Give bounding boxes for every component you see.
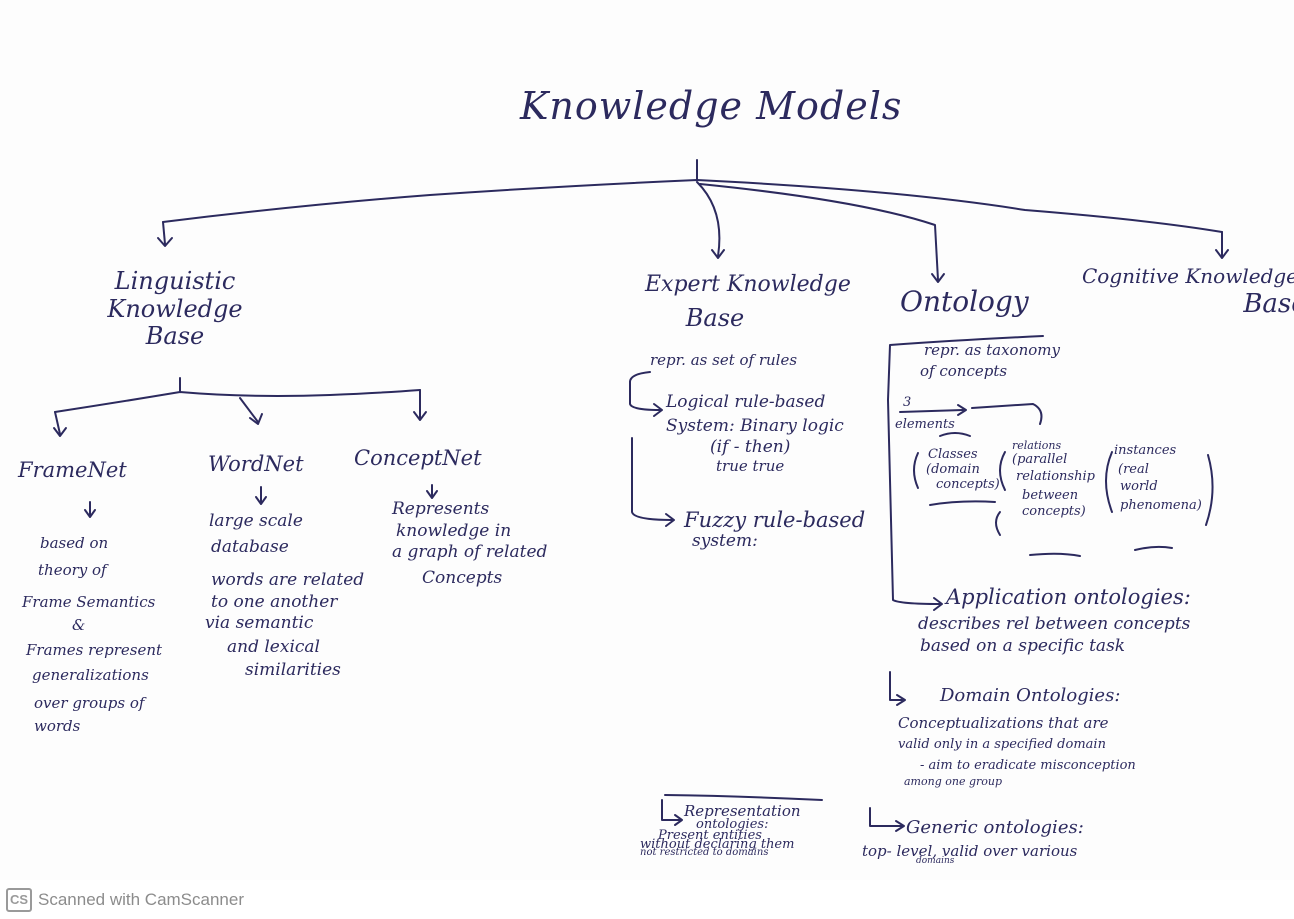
connector-lines <box>53 159 1229 832</box>
logical-line: Logical rule-based <box>666 392 826 412</box>
conceptnet-description: Represents knowledge in a graph of relat… <box>392 499 548 588</box>
framenet-line: Frames represent <box>26 641 163 659</box>
wordnet-line: to one another <box>211 591 338 612</box>
representation-line: ontologies: <box>696 817 769 833</box>
wordnet-line: words are related <box>211 570 365 591</box>
linguistic-kb-label: Linguistic Knowledge Base <box>100 267 250 351</box>
scanned-page: Knowledge Models Linguistic Knowledge Ba… <box>18 84 1294 866</box>
domain-ontologies: Domain Ontologies: Conceptualizations th… <box>898 685 1156 788</box>
expert-repr-text: repr. as set of rules <box>650 351 798 369</box>
instances-line: instances <box>1114 443 1177 458</box>
framenet-line: words <box>34 716 81 735</box>
conceptnet-line: Represents <box>392 499 490 519</box>
logical-line: (if - then) <box>710 437 791 458</box>
cognitive-kb-label: Cognitive Knowledge Base <box>1082 264 1294 320</box>
diagram-title: Knowledge Models <box>520 84 903 128</box>
ontology-repr: repr. as taxonomy of concepts <box>920 341 1060 381</box>
generic-ontologies: Generic ontologies: top- level, valid ov… <box>862 817 1121 866</box>
framenet-line: Frame Semantics <box>22 592 156 611</box>
classes-line: (domain <box>926 461 980 477</box>
relations-line: relationship <box>1016 468 1095 484</box>
camscanner-watermark: Scanned with CamScanner <box>38 889 245 909</box>
conceptnet-label: ConceptNet <box>354 446 482 470</box>
ontology-repr-line: of concepts <box>920 362 1008 381</box>
logical-rule-system: Logical rule-based System: Binary logic … <box>666 392 844 475</box>
framenet-label: FrameNet <box>18 458 127 482</box>
representation-title: Representation <box>684 802 801 820</box>
scanner-footer: CS Scanned with CamScanner <box>0 880 1294 919</box>
relations-line: relations <box>1012 439 1062 452</box>
linguistic-kb-line: Base <box>145 322 205 351</box>
expert-kb-label: Expert Knowledge Base <box>645 272 851 333</box>
instances-line: (real <box>1118 461 1149 477</box>
conceptnet-line: a graph of related <box>392 542 548 563</box>
representation-line: without declaring them <box>640 837 795 853</box>
application-title: Application ontologies: <box>946 585 1191 609</box>
generic-title: Generic ontologies: <box>906 817 1084 838</box>
framenet-description: based on theory of Frame Semantics & Fra… <box>22 534 162 735</box>
relations-line: concepts) <box>1022 504 1086 520</box>
classes-line: concepts) <box>936 476 1000 492</box>
relations-line: (parallel <box>1012 451 1068 467</box>
generic-line: top- level, valid over various <box>862 841 1078 860</box>
generic-line: domains <box>916 855 955 866</box>
framenet-line: theory of <box>38 561 107 580</box>
domain-title: Domain Ontologies: <box>940 685 1121 706</box>
framenet-line: based on <box>40 534 109 552</box>
elements-count: 3 <box>903 395 912 410</box>
expert-kb-line: Base <box>685 304 745 333</box>
representation-line: Present entities <box>658 828 762 844</box>
fuzzy-line: Fuzzy rule-based <box>684 508 866 532</box>
linguistic-kb-line: Linguistic <box>114 267 236 295</box>
wordnet-line: large scale <box>209 511 303 531</box>
linguistic-kb-line: Knowledge <box>107 294 243 323</box>
framenet-line: & <box>72 615 86 634</box>
fuzzy-rule-system: Fuzzy rule-based system: <box>684 508 865 552</box>
conceptnet-line: Concepts <box>422 567 503 588</box>
application-line: describes rel between concepts <box>918 614 1191 635</box>
representation-line: not restricted to domains <box>640 847 769 859</box>
instances-line: phenomena) <box>1120 497 1202 513</box>
ontology-classes: Classes (domain concepts) <box>924 447 1000 493</box>
fuzzy-line: system: <box>692 531 758 552</box>
wordnet-line: similarities <box>245 660 341 681</box>
classes-line: Classes <box>928 447 978 462</box>
relations-line: between <box>1022 487 1079 503</box>
wordnet-line: database <box>211 536 289 557</box>
wordnet-label: WordNet <box>208 452 304 476</box>
logical-line: true true <box>716 456 785 475</box>
instances-line: world <box>1120 478 1158 494</box>
ontology-instances: instances (real world phenomena) <box>1114 443 1202 514</box>
framenet-line: over groups of <box>34 693 145 712</box>
application-line: based on a specific task <box>920 635 1126 656</box>
domain-line: - aim to eradicate misconception <box>920 757 1136 773</box>
conceptnet-line: knowledge in <box>396 520 512 541</box>
domain-line: Conceptualizations that are <box>898 713 1109 732</box>
ontology-repr-line: repr. as taxonomy <box>924 341 1060 359</box>
wordnet-line: and lexical <box>227 636 320 657</box>
ontology-label: Ontology <box>900 285 1029 318</box>
representation-ontologies: Representation ontologies: Present entit… <box>640 802 838 859</box>
domain-line: valid only in a specified domain <box>898 736 1106 752</box>
ontology-relations: relations (parallel relationship between… <box>1010 439 1095 520</box>
cognitive-kb-line: Cognitive Knowledge <box>1082 264 1294 288</box>
wordnet-line: via semantic <box>205 613 314 634</box>
logical-line: System: Binary logic <box>666 415 844 436</box>
camscanner-logo-icon: CS <box>6 887 32 912</box>
expert-kb-line: Expert Knowledge <box>645 272 851 297</box>
elements-label: elements <box>895 417 955 432</box>
application-ontologies: Application ontologies: describes rel be… <box>918 585 1218 656</box>
framenet-line: generalizations <box>32 666 149 685</box>
wordnet-description: large scale database words are related t… <box>205 511 364 681</box>
domain-line: among one group <box>904 774 1002 788</box>
cognitive-kb-line: Base <box>1243 289 1294 319</box>
